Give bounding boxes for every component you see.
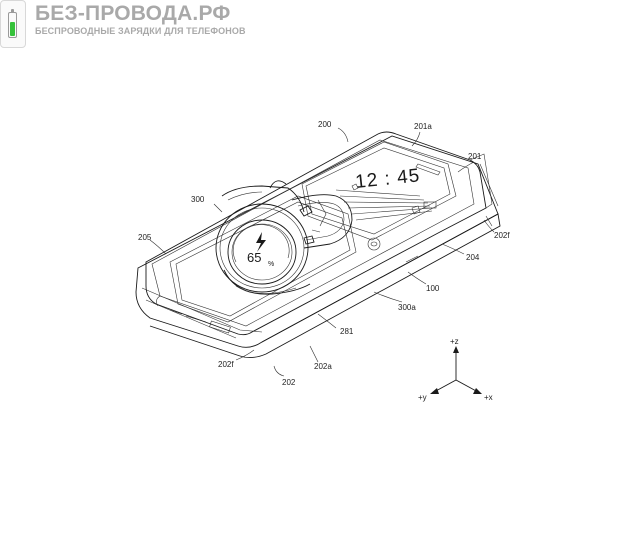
coordinate-axes [430, 346, 482, 394]
ref-100: 100 [426, 284, 440, 293]
ref-200: 200 [318, 120, 332, 129]
ref-201: 201 [468, 152, 482, 161]
site-logo[interactable] [0, 0, 26, 48]
axis-y-label: +y [418, 393, 427, 402]
site-title[interactable]: БЕЗ-ПРОВОДА.РФ [35, 2, 231, 25]
ref-205: 205 [138, 233, 152, 242]
battery-fill [10, 22, 15, 36]
ref-300a: 300a [398, 303, 416, 312]
ref-202f-left: 202f [218, 360, 234, 369]
watch-charge-value: 65 [247, 250, 261, 265]
site-subtitle: БЕСПРОВОДНЫЕ ЗАРЯДКИ ДЛЯ ТЕЛЕФОНОВ [35, 26, 246, 36]
ref-204: 204 [466, 253, 480, 262]
ref-202f-right: 202f [494, 231, 510, 240]
axis-z-label: +z [450, 337, 459, 346]
axis-x-label: +x [484, 393, 493, 402]
clock-time: 12 : 45 [354, 165, 421, 193]
ref-281: 281 [340, 327, 354, 336]
ref-201a: 201a [414, 122, 432, 131]
ref-202a: 202a [314, 362, 332, 371]
flip-cover [145, 131, 493, 336]
smartwatch [215, 180, 353, 295]
ref-202: 202 [282, 378, 296, 387]
phone-case [135, 135, 501, 359]
battery-charging-icon [8, 9, 17, 38]
site-header: БЕЗ-ПРОВОДА.РФ БЕСПРОВОДНЫЕ ЗАРЯДКИ ДЛЯ … [0, 0, 640, 48]
leader-lines [149, 127, 495, 377]
ref-300: 300 [191, 195, 205, 204]
watch-charge-unit: % [268, 261, 274, 268]
